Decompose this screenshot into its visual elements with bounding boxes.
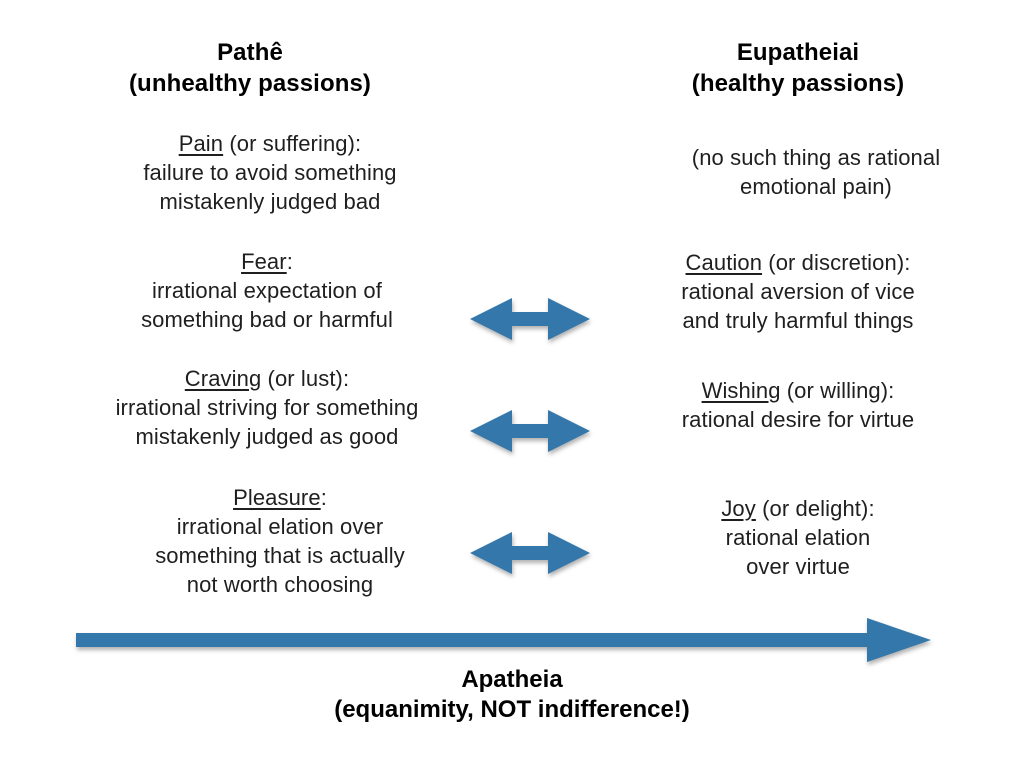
caution-desc-line2: and truly harmful things bbox=[682, 308, 914, 333]
fear-desc-line1: irrational expectation of bbox=[152, 278, 382, 303]
pathe-title-line2: (unhealthy passions) bbox=[128, 70, 372, 97]
joy-desc-line2: over virtue bbox=[746, 554, 850, 579]
pain-heading-rest: (or suffering): bbox=[223, 131, 362, 156]
craving-block: Craving (or lust): irrational striving f… bbox=[67, 364, 467, 451]
wishing-heading-rest: (or willing): bbox=[780, 378, 895, 403]
craving-heading: Craving (or lust): bbox=[67, 364, 467, 393]
joy-heading: Joy (or delight): bbox=[598, 494, 998, 523]
wishing-heading: Wishing (or willing): bbox=[598, 376, 998, 405]
craving-term: Craving bbox=[184, 366, 262, 391]
craving-desc-line2: mistakenly judged as good bbox=[135, 424, 399, 449]
pain-term: Pain bbox=[178, 131, 224, 156]
pleasure-joy-double-arrow-icon bbox=[470, 532, 590, 574]
note-line2: emotional pain) bbox=[740, 174, 892, 199]
eupatheiai-title-line2: (healthy passions) bbox=[691, 70, 905, 97]
double-arrow-shape bbox=[470, 410, 590, 452]
craving-wishing-double-arrow-icon bbox=[470, 410, 590, 452]
joy-desc-line1: rational elation bbox=[725, 525, 871, 550]
pleasure-block: Pleasure: irrational elation over someth… bbox=[80, 483, 480, 599]
apatheia-label-line2: (equanimity, NOT indifference!) bbox=[334, 696, 690, 723]
pathe-title-line1: Pathê bbox=[217, 39, 283, 66]
fear-desc-line2: something bad or harmful bbox=[141, 307, 393, 332]
pathe-title: Pathê (unhealthy passions) bbox=[50, 37, 450, 99]
fear-term: Fear bbox=[241, 249, 287, 274]
right-arrow-shape bbox=[76, 618, 931, 662]
fear-heading-rest: : bbox=[286, 249, 293, 274]
joy-block: Joy (or delight): rational elation over … bbox=[598, 494, 998, 581]
pleasure-heading-rest: : bbox=[320, 485, 327, 510]
joy-term: Joy bbox=[721, 496, 756, 521]
fear-caution-double-arrow-icon bbox=[470, 298, 590, 340]
pleasure-desc-line2: something that is actually bbox=[155, 543, 405, 568]
pleasure-term: Pleasure bbox=[233, 485, 321, 510]
craving-heading-rest: (or lust): bbox=[261, 366, 350, 391]
caution-term: Caution bbox=[685, 250, 763, 275]
note-line1: (no such thing as rational bbox=[691, 145, 941, 170]
craving-desc-line1: irrational striving for something bbox=[115, 395, 419, 420]
wishing-term: Wishing bbox=[701, 378, 781, 403]
double-arrow-shape bbox=[470, 532, 590, 574]
eupatheiai-title: Eupatheiai (healthy passions) bbox=[598, 37, 998, 99]
caution-block: Caution (or discretion): rational aversi… bbox=[598, 248, 998, 335]
double-arrow-shape bbox=[470, 298, 590, 340]
fear-heading: Fear: bbox=[67, 247, 467, 276]
eupatheiai-title-line1: Eupatheiai bbox=[736, 39, 860, 66]
wishing-block: Wishing (or willing): rational desire fo… bbox=[598, 376, 998, 434]
pain-desc-line2: mistakenly judged bad bbox=[159, 189, 381, 214]
apatheia-arrow-icon bbox=[76, 618, 931, 662]
pain-heading: Pain (or suffering): bbox=[70, 129, 470, 158]
joy-heading-rest: (or delight): bbox=[755, 496, 875, 521]
pleasure-desc-line3: not worth choosing bbox=[186, 572, 374, 597]
pleasure-heading: Pleasure: bbox=[80, 483, 480, 512]
pleasure-desc-line1: irrational elation over bbox=[176, 514, 384, 539]
pain-desc-line1: failure to avoid something bbox=[143, 160, 397, 185]
pain-block: Pain (or suffering): failure to avoid so… bbox=[70, 129, 470, 216]
no-rational-pain-note: (no such thing as rational emotional pai… bbox=[616, 143, 1016, 201]
apatheia-label-line1: Apatheia bbox=[461, 666, 563, 693]
apatheia-label: Apatheia (equanimity, NOT indifference!) bbox=[112, 665, 912, 725]
fear-block: Fear: irrational expectation of somethin… bbox=[67, 247, 467, 334]
caution-heading: Caution (or discretion): bbox=[598, 248, 998, 277]
wishing-desc-line1: rational desire for virtue bbox=[681, 407, 915, 432]
caution-desc-line1: rational aversion of vice bbox=[681, 279, 915, 304]
caution-heading-rest: (or discretion): bbox=[762, 250, 911, 275]
